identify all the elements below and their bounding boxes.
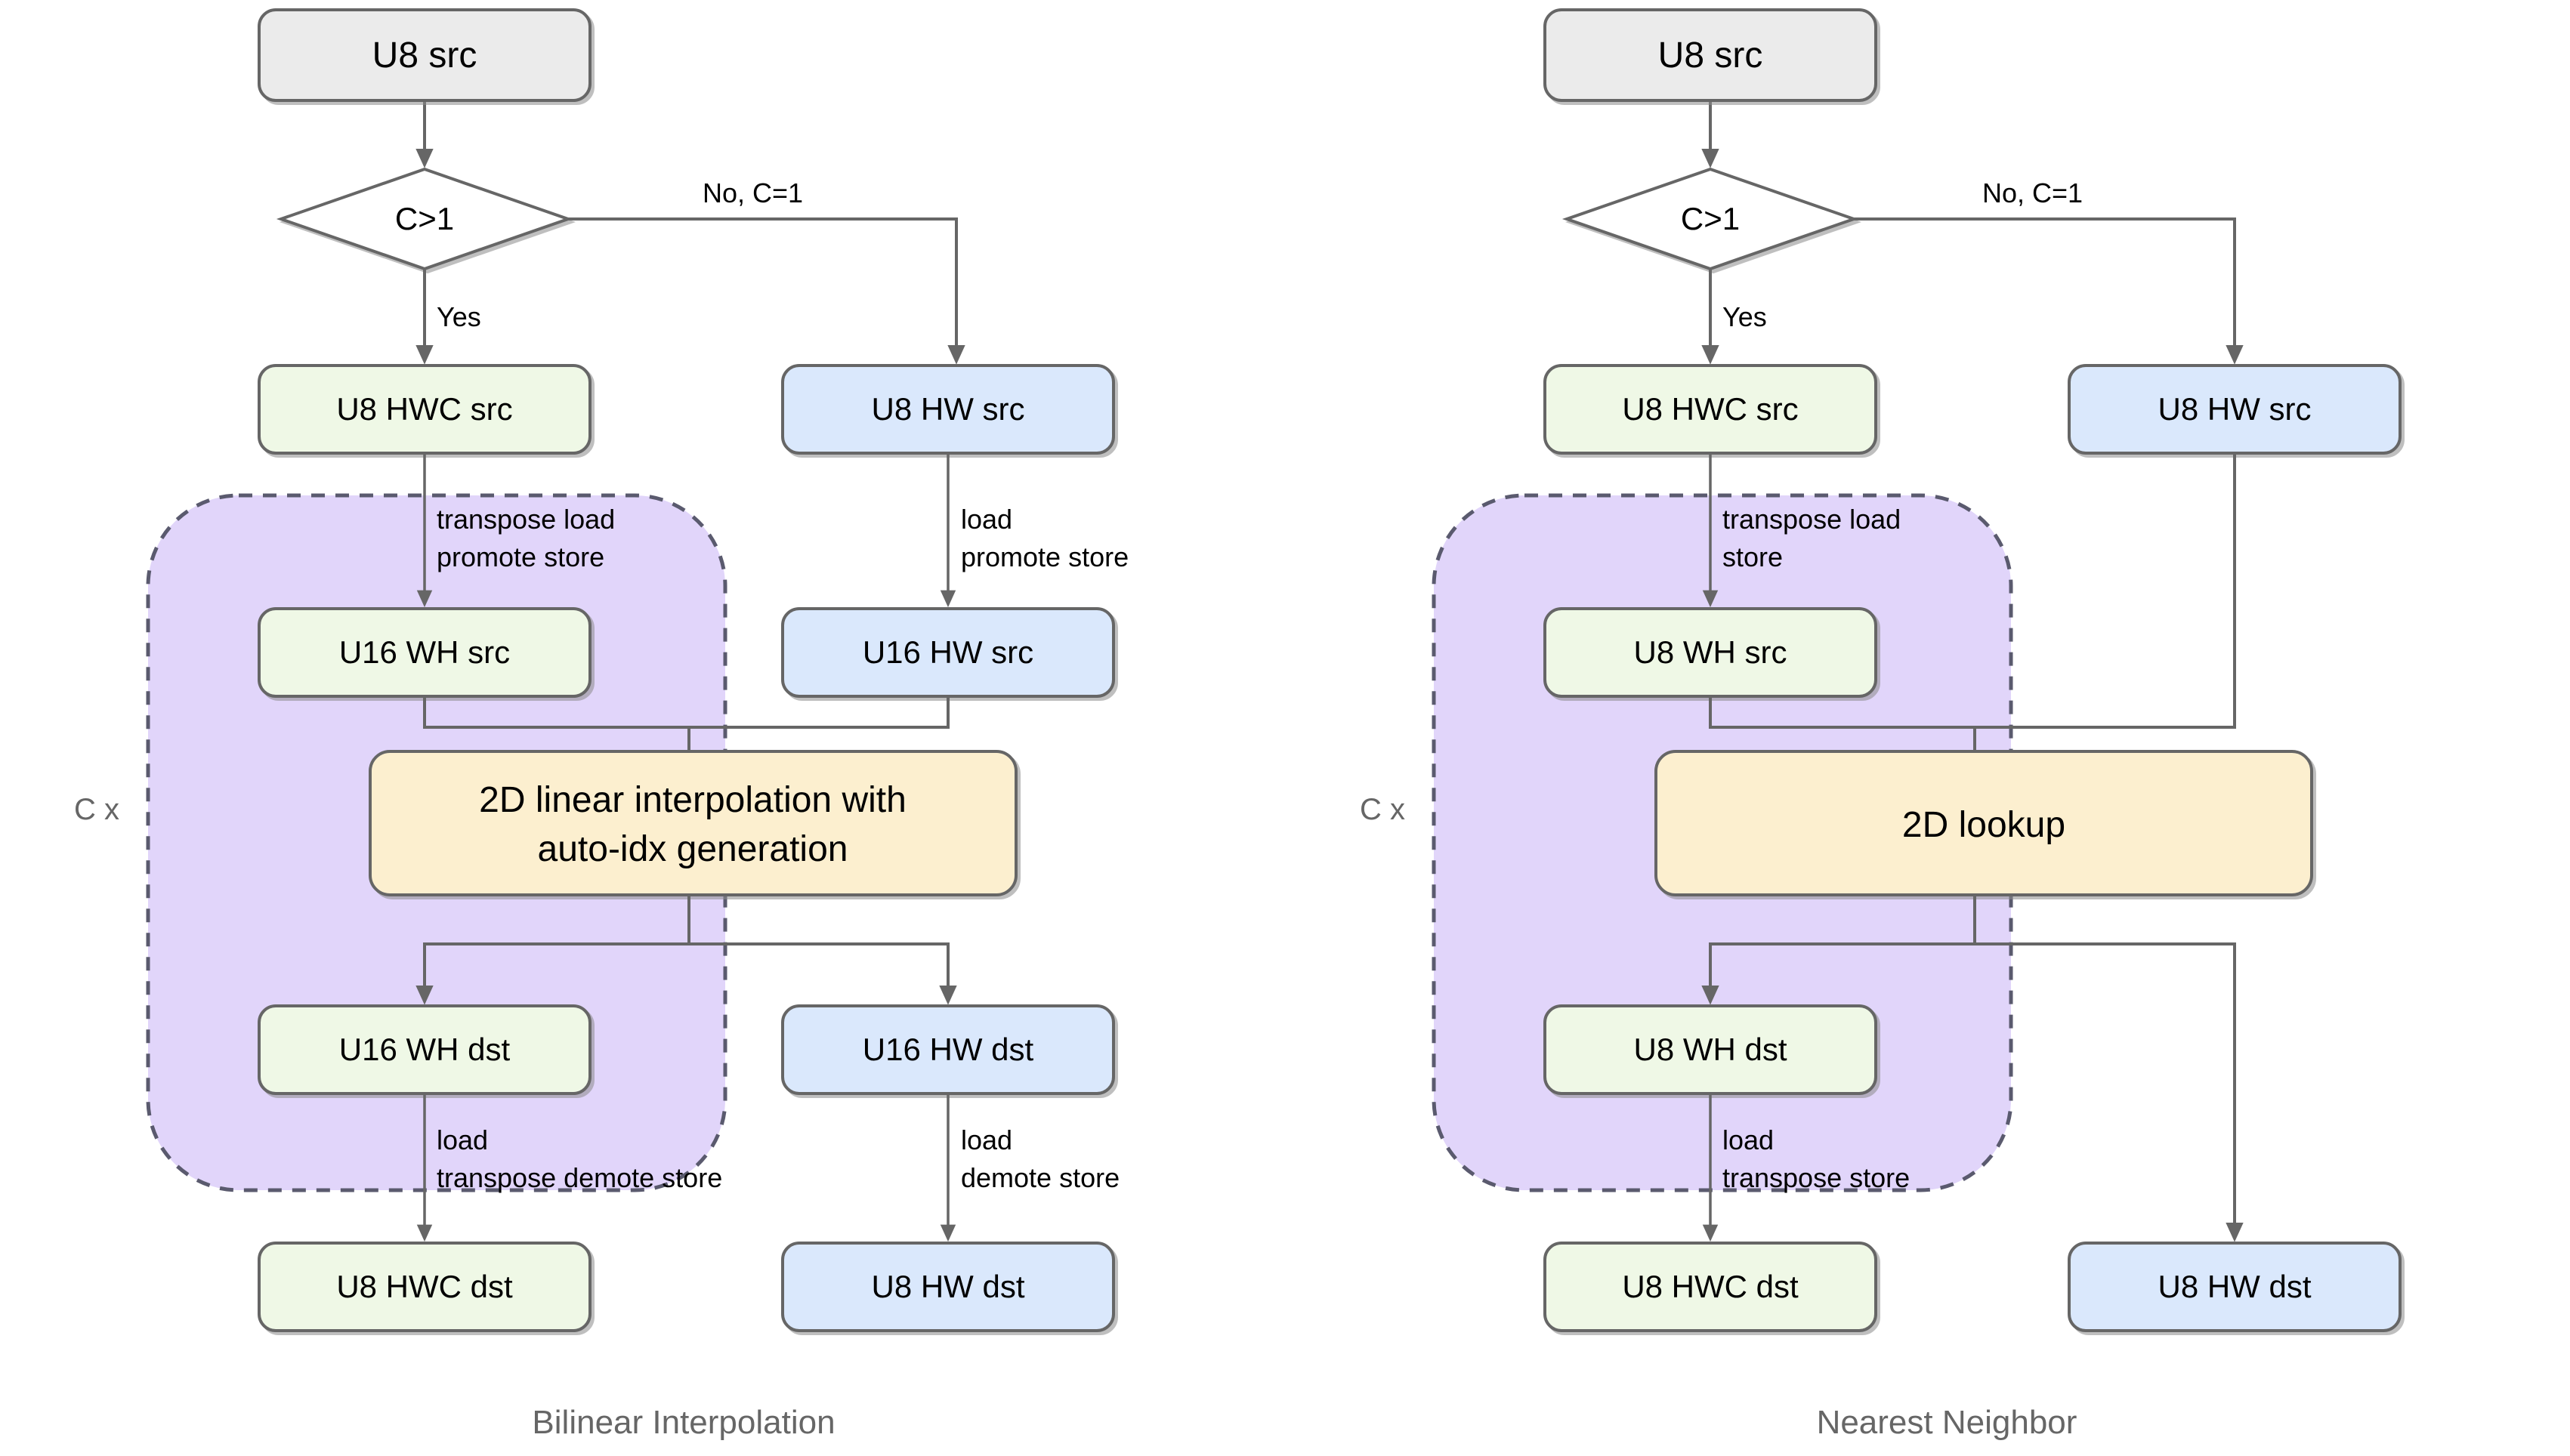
node-u8-hw-dst-bilinear: [781, 1242, 1115, 1332]
edge-label-left-load-1-nn: transpose load: [1722, 504, 1901, 535]
edge-label-left-store-2-nn: transpose store: [1722, 1162, 1910, 1193]
edge-kernel-to-wh-dst-nn: [1701, 895, 1976, 1005]
node-u16-hw-src-label: U16 HW src: [863, 634, 1033, 670]
node-u8-hw-dst-label: U8 HW dst: [871, 1269, 1024, 1304]
node-kernel-label-1: 2D linear interpolation with: [479, 780, 907, 820]
node-kernel-nearest: [1654, 750, 2313, 896]
node-u8-hwc-dst-bilinear: [258, 1242, 592, 1332]
node-u16-hw-dst-label: U16 HW dst: [863, 1032, 1034, 1067]
diagram-nearest: C x C>1 Yes No, C=1 U8 src U8 HWC src U8…: [1360, 8, 2402, 1441]
edge-no-bilinear: [568, 217, 965, 365]
decision-label-nn: C>1: [1681, 201, 1740, 236]
loop-label-nearest: C x: [1360, 793, 1405, 826]
node-u8-src-bilinear: [258, 8, 592, 102]
node-u8-hwc-dst-nearest: [1543, 1242, 1877, 1332]
edge-label-yes: Yes: [437, 301, 481, 332]
edge-label-left-load-2-nn: store: [1722, 541, 1783, 572]
node-u8-hw-src-label: U8 HW src: [872, 391, 1025, 427]
edge-label-no: No, C=1: [703, 177, 803, 208]
node-u16-wh-dst-label: U16 WH dst: [339, 1032, 511, 1067]
node-u8-hwc-src-label: U8 HWC src: [336, 391, 512, 427]
node-u8-src-label: U8 src: [372, 35, 477, 76]
node-kernel-bilinear: [369, 750, 1018, 896]
node-u8-hw-dst-label-nn: U8 HW dst: [2158, 1269, 2311, 1304]
loop-label-bilinear: C x: [74, 793, 119, 826]
edge-label-left-store-1-nn: load: [1722, 1124, 1774, 1155]
caption-nearest: Nearest Neighbor: [1817, 1404, 2077, 1441]
edge-hw-src-to-kernel: [689, 696, 950, 729]
edge-label-right-store-1: load: [961, 1124, 1012, 1155]
edge-label-left-store-2: transpose demote store: [437, 1162, 722, 1193]
node-u8-src-nearest: [1543, 8, 1877, 102]
node-kernel-label-2: auto-idx generation: [538, 829, 848, 869]
edge-label-no-nn: No, C=1: [1982, 177, 2083, 208]
node-u8-hwc-src-label-nn: U8 HWC src: [1622, 391, 1798, 427]
edge-kernel-to-hw-dst: [689, 942, 957, 1005]
node-u8-hw-src-label-nn: U8 HW src: [2158, 391, 2312, 427]
edge-kernel-to-wh-dst: [415, 895, 690, 1005]
node-u8-hw-dst-nearest: [2068, 1242, 2402, 1332]
node-u8-wh-dst-label-nn: U8 WH dst: [1633, 1032, 1787, 1067]
caption-bilinear: Bilinear Interpolation: [532, 1404, 835, 1441]
edge-wh-src-to-kernel-nn: [1709, 696, 1976, 751]
node-u8-src-label-nn: U8 src: [1658, 35, 1763, 76]
diagram-bilinear: C x C>1 Yes No, C=1 U8 src U8 HWC src U8…: [74, 8, 1129, 1441]
node-u8-wh-src-label-nn: U8 WH src: [1634, 634, 1787, 670]
edge-label-left-load-2: promote store: [437, 541, 604, 572]
edge-no-nearest: [1854, 217, 2244, 365]
node-u8-hwc-dst-label: U8 HWC dst: [336, 1269, 513, 1304]
edge-label-right-load-2: promote store: [961, 541, 1129, 572]
edge-wh-src-to-kernel: [423, 696, 690, 751]
edge-kernel-to-hw-dst-nn: [1975, 942, 2244, 1242]
node-kernel-label-nn: 2D lookup: [1902, 805, 2065, 845]
node-u16-wh-src-label: U16 WH src: [339, 634, 510, 670]
decision-label: C>1: [395, 201, 454, 236]
edge-label-left-load-1: transpose load: [437, 504, 615, 535]
edge-label-yes-nn: Yes: [1722, 301, 1767, 332]
edge-label-right-store-2: demote store: [961, 1162, 1120, 1193]
edge-hw-src-to-kernel-nn: [1975, 453, 2236, 729]
edge-label-right-load-1: load: [961, 504, 1012, 535]
node-u8-hwc-dst-label-nn: U8 HWC dst: [1622, 1269, 1799, 1304]
edge-label-left-store-1: load: [437, 1124, 488, 1155]
